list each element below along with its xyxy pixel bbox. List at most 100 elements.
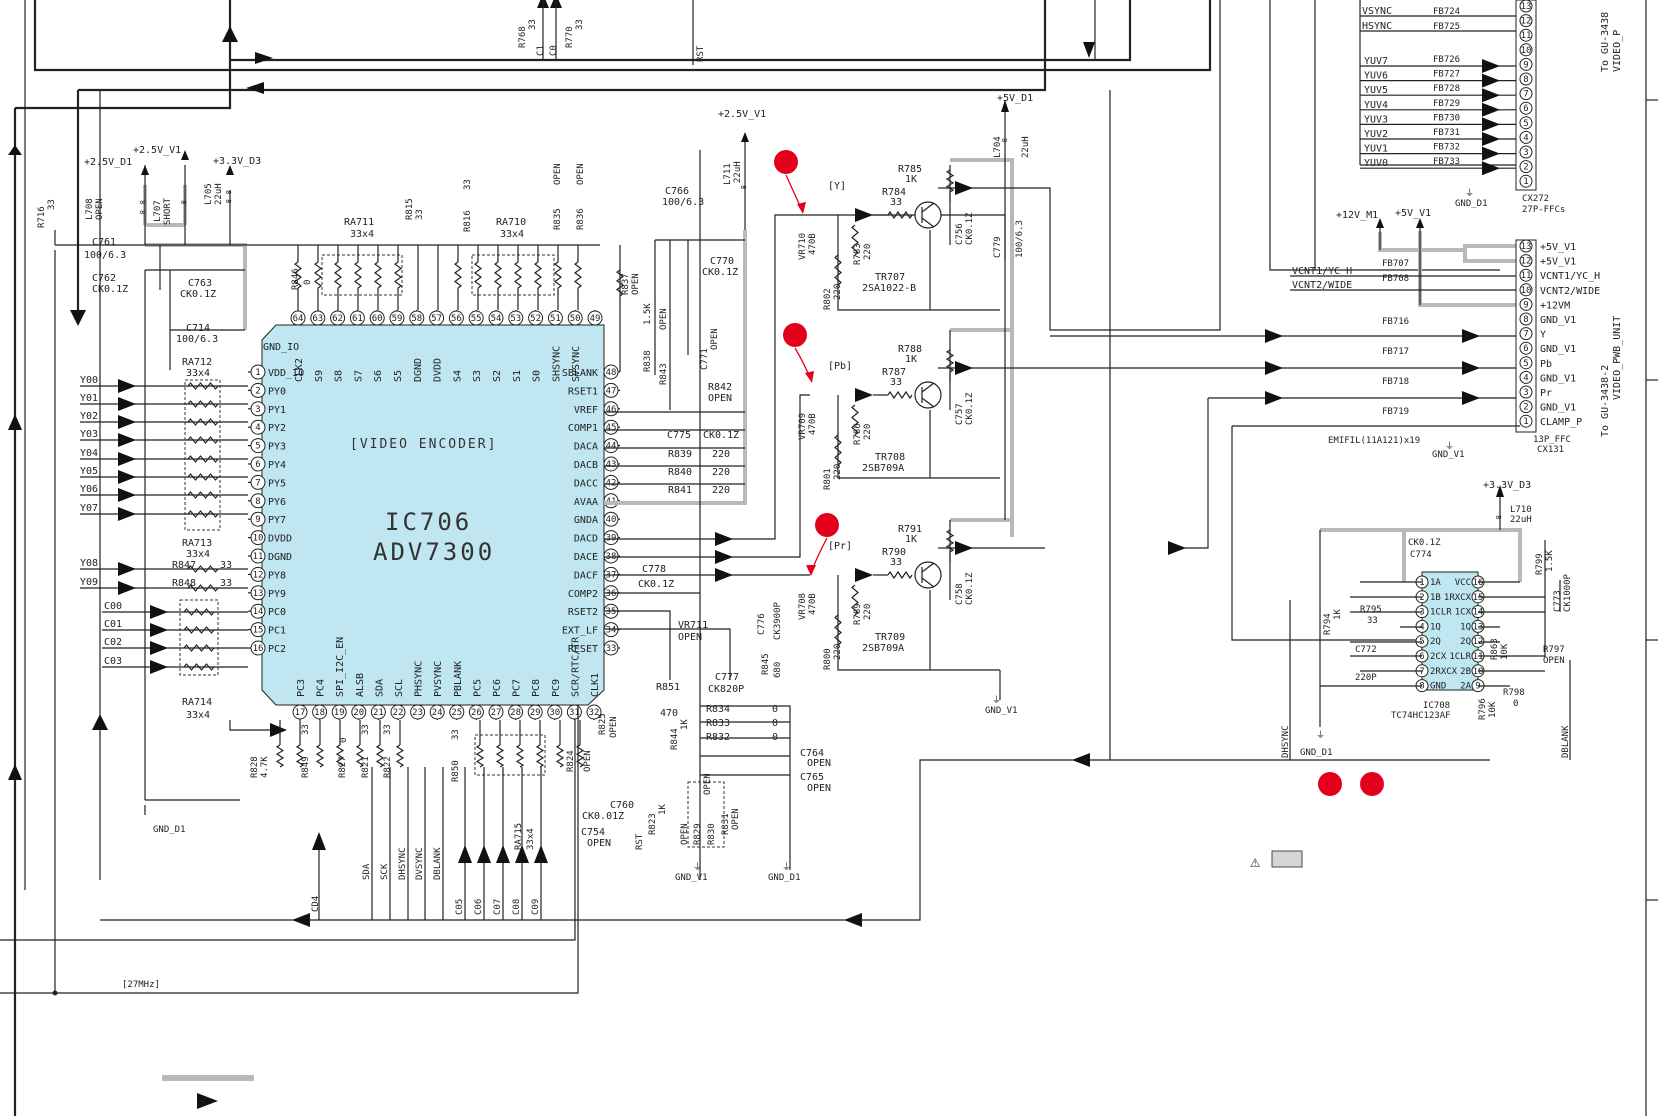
ic708-pin-name: 2B xyxy=(1460,667,1471,677)
ic706-pin-name: S9 xyxy=(314,370,325,382)
ic706-pin-number: 61 xyxy=(352,314,363,324)
cd4-label: CD4 xyxy=(311,896,321,912)
resistor xyxy=(573,261,583,289)
gnd-symbol-cx272: ⏚ xyxy=(1465,188,1474,199)
ic706-pin-name: PBLANK xyxy=(453,661,464,697)
y-input-arrow xyxy=(118,507,136,521)
ic706-pin-name: DACF xyxy=(574,570,598,581)
r716-value: 33 xyxy=(47,199,57,210)
ic706-pin-number: 24 xyxy=(432,708,443,718)
cx131-pin-number: 13 xyxy=(1521,242,1532,252)
r822-value: 33 xyxy=(383,724,393,735)
stage-vr-label: VR709 xyxy=(798,413,808,440)
r821-value: 33 xyxy=(361,724,371,735)
ic708-pin-number: 15 xyxy=(1473,593,1484,603)
warning-swatch xyxy=(1271,850,1303,868)
top-resistors: RA711 33x4 RA710 33x4 R846 0 R815 33 R81… xyxy=(291,163,641,372)
cx131-pin-marker xyxy=(1519,254,1533,268)
ic706-pin-name: PC9 xyxy=(551,679,562,697)
c766-label: C766 xyxy=(665,186,689,197)
resistor xyxy=(945,349,955,373)
resistor xyxy=(187,491,219,499)
cx272-ferrite-label: FB725 xyxy=(1433,22,1460,32)
cx272-arrow xyxy=(1482,102,1500,117)
transistor-emitter xyxy=(921,397,935,408)
transistor-emitter xyxy=(921,577,935,588)
cx131-ferrite-label: FB707 xyxy=(1382,259,1409,269)
cx272-pin-marker xyxy=(1519,28,1533,42)
y-input-arrow xyxy=(118,433,136,447)
stage-res-label: R802 xyxy=(823,288,833,310)
c754-value: OPEN xyxy=(587,838,611,849)
ic706-top-pins: 64CLK263S962S861S760S659S558DGND57DVDD56… xyxy=(290,310,603,382)
ic706-pin-marker xyxy=(547,704,563,720)
stage-tag: [Y] xyxy=(828,181,846,192)
r847-label: R847 xyxy=(172,560,196,571)
vsync-label: VSYNC xyxy=(1362,6,1392,17)
marker-dot-y xyxy=(774,150,798,174)
stage-res-label: R783 xyxy=(853,243,863,265)
yuv-label: YUV5 xyxy=(1364,85,1388,96)
cx131-pin-name: GND_V1 xyxy=(1540,403,1576,414)
ic706-pin-name: VDD_IO xyxy=(268,368,304,379)
y-input-arrow xyxy=(118,397,136,411)
ic708-pin-name: 2RXCX xyxy=(1430,667,1458,677)
ic706-pin-number: 1 xyxy=(255,368,260,378)
r799-label: R799 xyxy=(1535,553,1545,575)
c754-label: C754 xyxy=(581,827,605,838)
ic706-pin-marker xyxy=(528,310,544,326)
ic706-pin-marker xyxy=(410,704,426,720)
stage-res-value: 33 xyxy=(890,557,902,568)
cx272-pin-number: 8 xyxy=(1523,75,1528,85)
ic708-pin-number: 10 xyxy=(1473,667,1484,677)
r840-value: 220 xyxy=(712,467,730,478)
cx272-pin-marker xyxy=(1519,57,1533,71)
l708-label: L708 xyxy=(85,198,95,220)
cx272-to2-label: VIDEO_P xyxy=(1612,30,1623,72)
cx272-pin-number: 5 xyxy=(1523,119,1528,129)
resistor xyxy=(187,418,219,426)
marker-dot-b xyxy=(1360,772,1384,796)
r845-label: R845 xyxy=(761,653,771,675)
y-input-arrow xyxy=(118,379,136,393)
c774-value: CK0.1Z xyxy=(1408,538,1441,548)
c771-value: OPEN xyxy=(710,328,720,350)
stage-res-value: 33 xyxy=(890,197,902,208)
c762-label: C762 xyxy=(92,273,116,284)
ic706-pin-number: 43 xyxy=(606,460,617,470)
yuv-label: YUV3 xyxy=(1364,114,1388,125)
gnd-v1-dac: GND_V1 xyxy=(675,873,708,883)
hsync-label: HSYNC xyxy=(1362,21,1392,32)
ra710-label: RA710 xyxy=(496,217,526,228)
ic706-pin-marker xyxy=(488,704,504,720)
p25-v1-dac-label: +2.5V_V1 xyxy=(718,109,766,120)
cx272-ferrite-label: FB733 xyxy=(1433,157,1460,167)
ic706-pin-name: S0 xyxy=(532,370,543,382)
ic706-pin-marker xyxy=(389,310,405,326)
resistor xyxy=(493,261,503,289)
r837-value: OPEN xyxy=(631,273,641,295)
ic706-pin-name: VREF xyxy=(574,405,598,416)
ic706-pin-number: 52 xyxy=(530,314,541,324)
ic706-pin-number: 7 xyxy=(255,478,260,488)
vcnt1-label: VCNT1/YC_H xyxy=(1292,266,1352,277)
ic706-pin-name: PY4 xyxy=(268,460,286,471)
stage-tr-label: TR708 xyxy=(875,452,905,463)
ic706-pin-name: ALSB xyxy=(355,673,366,697)
ic706-pin-marker xyxy=(448,310,464,326)
c-bottom-label: C08 xyxy=(512,899,522,915)
stage-vr-value: 470B xyxy=(808,233,818,255)
r841-label: R841 xyxy=(668,485,692,496)
cx272-pin-number: 4 xyxy=(1523,133,1528,143)
c779-value: 100/6.3 xyxy=(1015,220,1025,258)
cx131-pin-number: 10 xyxy=(1521,286,1532,296)
ic706-pin-marker xyxy=(292,704,308,720)
ic708-gnd: GND_D1 xyxy=(1300,748,1333,758)
stage-res-value: 1K xyxy=(905,174,917,185)
ic706-pin-marker xyxy=(312,704,328,720)
ic706-part: ADV7300 xyxy=(373,538,495,566)
r816-label: R816 xyxy=(463,210,473,232)
ic706-pin-number: 19 xyxy=(334,708,345,718)
